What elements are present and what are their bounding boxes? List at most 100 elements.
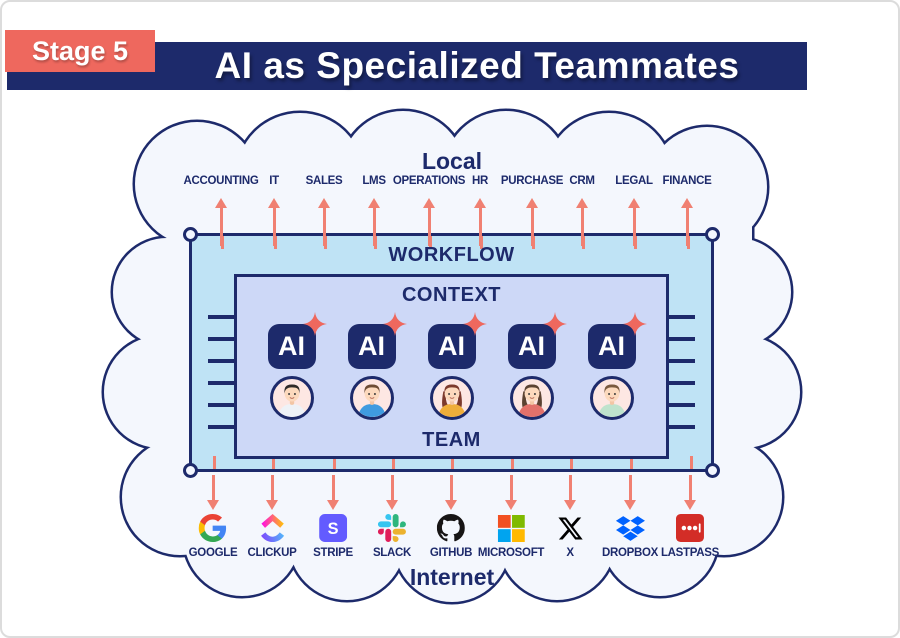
arrow-stub xyxy=(213,456,216,469)
down-arrow xyxy=(564,475,576,510)
down-arrow xyxy=(445,475,457,510)
down-arrow xyxy=(386,475,398,510)
ai-badge: AI xyxy=(267,312,327,369)
ai-badge-label: AI xyxy=(598,331,625,361)
corner-handle xyxy=(705,463,720,478)
ai-teammate: AI xyxy=(347,312,407,420)
internet-service-label: DROPBOX xyxy=(601,547,659,559)
stripe-logo-icon: S xyxy=(318,513,348,543)
arrow-stub xyxy=(690,456,693,469)
ai-badge: AI xyxy=(347,312,407,369)
local-service-label: CRM xyxy=(569,175,595,187)
ai-teammate: AI xyxy=(507,312,567,420)
sparkle-icon xyxy=(462,312,487,336)
internet-service: GOOGLE xyxy=(189,513,238,559)
down-arrow xyxy=(207,475,219,510)
dropbox-logo-icon xyxy=(615,513,645,543)
title-bar: AI as Specialized Teammates xyxy=(7,42,807,90)
corner-handle xyxy=(183,227,198,242)
arrow-stub xyxy=(480,236,483,249)
internet-service: X xyxy=(555,513,585,559)
lastpass-logo-icon xyxy=(675,513,705,543)
arrow-stub xyxy=(532,236,535,249)
arrow-stub xyxy=(429,236,432,249)
arrow-stub xyxy=(374,236,377,249)
up-arrow xyxy=(628,198,640,246)
local-service-label: ACCOUNTING xyxy=(183,175,259,187)
context-box: CONTEXT AI xyxy=(234,274,669,459)
arrow-stub xyxy=(333,456,336,469)
local-label: Local xyxy=(421,148,483,174)
down-arrow xyxy=(624,475,636,510)
arrow-stub xyxy=(392,456,395,469)
avatar xyxy=(349,376,394,420)
local-service-label: IT xyxy=(269,175,279,187)
down-arrow xyxy=(684,475,696,510)
avatar xyxy=(429,376,474,420)
chip-pin xyxy=(667,315,695,319)
internet-service-label: X xyxy=(566,547,574,559)
local-service-label: LMS xyxy=(362,175,386,187)
chip-pin xyxy=(208,315,236,319)
internet-service-label: CLICKUP xyxy=(247,547,297,559)
local-service-label: LEGAL xyxy=(615,175,653,187)
google-logo-icon xyxy=(198,513,228,543)
local-service-label: HR xyxy=(471,175,489,187)
arrow-stub xyxy=(272,456,275,469)
local-service-label: PURCHASE xyxy=(500,175,564,187)
context-title: CONTEXT xyxy=(401,284,502,306)
slack-logo-icon xyxy=(377,513,407,543)
internet-service-label: GITHUB xyxy=(429,547,473,559)
local-service-label: OPERATIONS xyxy=(392,175,466,187)
ai-badge: AI xyxy=(587,312,647,369)
up-arrow xyxy=(215,198,227,246)
up-arrow xyxy=(268,198,280,246)
internet-label: Internet xyxy=(409,564,495,590)
ai-team-row: AI xyxy=(237,312,666,420)
arrow-stub xyxy=(451,456,454,469)
arrow-stub xyxy=(221,236,224,249)
arrow-stub xyxy=(274,236,277,249)
clickup-logo-icon xyxy=(257,513,287,543)
down-arrow xyxy=(266,475,278,510)
sparkle-icon xyxy=(382,312,407,336)
chip-pin xyxy=(667,425,695,429)
local-service-label: FINANCE xyxy=(662,175,712,187)
x-logo-icon xyxy=(555,513,585,543)
svg-text:S: S xyxy=(328,520,339,538)
chip-pin xyxy=(208,403,236,407)
arrow-stub xyxy=(634,236,637,249)
up-arrow xyxy=(681,198,693,246)
internet-service: S STRIPE xyxy=(313,513,353,559)
up-arrow xyxy=(474,198,486,246)
internet-service-label: GOOGLE xyxy=(188,547,238,559)
ai-badge: AI xyxy=(507,312,567,369)
arrow-stub xyxy=(582,236,585,249)
arrow-stub xyxy=(324,236,327,249)
internet-service: LASTPASS xyxy=(661,513,719,559)
team-title: TEAM xyxy=(422,429,481,451)
microsoft-logo-icon xyxy=(496,513,526,543)
sparkle-icon xyxy=(302,312,327,336)
stage-badge: Stage 5 xyxy=(5,30,155,72)
chip-pin xyxy=(667,337,695,341)
local-service-label: SALES xyxy=(305,175,343,187)
avatar xyxy=(589,376,634,420)
workflow-box: WORKFLOW CONTEXT AI xyxy=(183,227,720,478)
internet-service-label: SLACK xyxy=(372,547,412,559)
internet-service: CLICKUP xyxy=(247,513,297,559)
up-arrow xyxy=(423,198,435,246)
chip-pin xyxy=(208,425,236,429)
ai-badge-label: AI xyxy=(358,331,385,361)
github-logo-icon xyxy=(436,513,466,543)
internet-service: SLACK xyxy=(373,513,411,559)
ai-badge-label: AI xyxy=(518,331,545,361)
internet-service: GITHUB xyxy=(430,513,472,559)
avatar xyxy=(269,376,314,420)
chip-pin xyxy=(667,359,695,363)
sparkle-icon xyxy=(622,312,647,336)
internet-service: DROPBOX xyxy=(602,513,658,559)
up-arrow xyxy=(368,198,380,246)
ai-teammate: AI xyxy=(427,312,487,420)
arrow-stub xyxy=(630,456,633,469)
